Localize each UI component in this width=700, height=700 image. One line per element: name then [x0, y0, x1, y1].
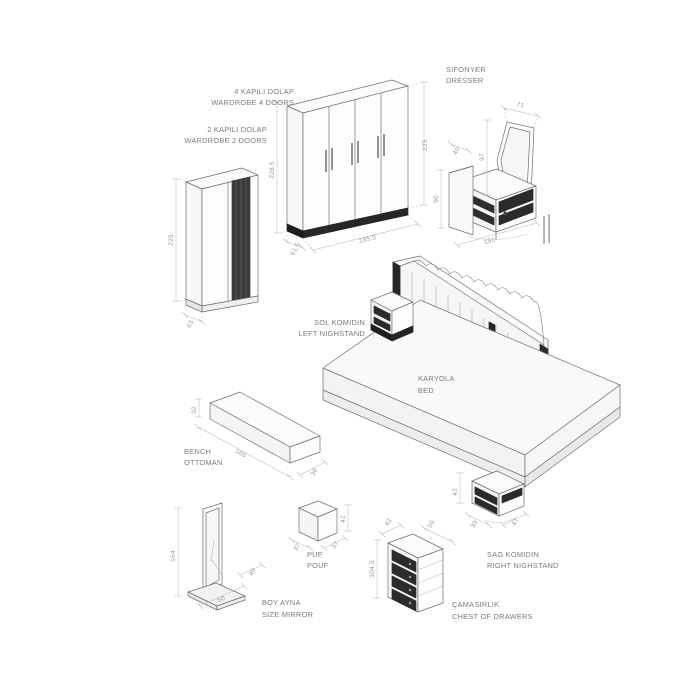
dim-wardrobe4-height-right: 225 [422, 139, 429, 151]
dim-wardrobe2-depth: 63 [186, 319, 196, 329]
label-wardrobe-4-doors-tr: 4 KAPILI DOLAP [234, 87, 294, 96]
label-left-nightstand-tr: SOL KOMIDIN [314, 318, 365, 327]
dim-dresser-depth: 40 [452, 146, 462, 156]
wardrobe-4-doors-drawing [286, 79, 409, 239]
label-wardrobe-4-doors-en: WARDROBE 4 DOORS [211, 98, 294, 107]
dim-right-nightstand-depth: 39 [470, 519, 480, 529]
chest-of-drawers-dimensions [373, 521, 457, 599]
size-mirror-dimensions [174, 507, 266, 610]
label-right-nightstand-tr: SAG KOMIDIN [487, 550, 539, 559]
dim-pouf-height: 42 [340, 515, 347, 523]
label-bench-en: OTTOMAN [184, 458, 223, 467]
dim-chest-depth: 42 [384, 517, 394, 527]
dim-mirror-width: 50 [216, 595, 226, 605]
bench-ottoman-dimensions [194, 398, 329, 481]
pouf-drawing [298, 500, 338, 542]
label-chest-tr: ÇAMASIRLIK [452, 600, 499, 609]
chest-of-drawers-drawing [387, 533, 444, 613]
left-nightstand-drawing [370, 291, 414, 342]
dim-wardrobe2-height: 225 [168, 234, 175, 246]
label-chest-en: CHEST OF DRAWERS [452, 612, 533, 621]
right-nightstand-drawing [471, 470, 525, 523]
bench-ottoman-drawing [209, 391, 321, 464]
dim-dresser-width: 150 [483, 237, 496, 247]
label-bed-tr: KARYOLA [418, 374, 455, 383]
label-right-nightstand-en: RIGHT NIGHSTAND [487, 561, 559, 570]
dim-mirror-height: 164 [170, 550, 177, 562]
dim-bench-depth: 36 [310, 467, 320, 477]
label-wardrobe-2-doors-tr: 2 KAPILI DOLAP [207, 125, 267, 134]
dim-wardrobe4-width: 185.5 [358, 234, 377, 245]
dim-dresser-mirror-width: 71 [516, 101, 525, 110]
pouf-dimensions [288, 504, 352, 552]
wardrobe-2-doors-drawing [185, 167, 259, 313]
dim-pouf-depth: 37 [293, 542, 303, 552]
dresser-dimensions [437, 104, 542, 249]
dim-dresser-height: 90 [433, 195, 440, 203]
label-mirror-tr: BOY AYNA [262, 598, 301, 607]
dim-mirror-depth: 40 [248, 567, 258, 577]
dim-chest-height: 104.5 [369, 560, 376, 578]
dim-dresser-mirror-height: 97 [479, 153, 486, 161]
dim-pouf-width: 37 [331, 540, 341, 550]
right-nightstand-dimensions [456, 472, 530, 529]
label-pouf-tr: PUF [307, 550, 323, 559]
label-dresser-tr: SIFONYER [446, 65, 486, 74]
dim-bench-length: 166 [234, 448, 248, 460]
dresser-drawing [448, 121, 550, 244]
dim-bench-height: 32 [191, 406, 198, 414]
label-left-nightstand-en: LEFT NIGHSTAND [299, 329, 365, 338]
wardrobe-4-doors-dimensions [273, 81, 428, 254]
wardrobe-2-doors-dimensions [172, 178, 206, 326]
dim-right-nightstand-width: 47 [511, 517, 521, 527]
label-wardrobe-2-doors-en: WARDROBE 2 DOORS [184, 136, 267, 145]
label-mirror-en: SIZE MIRROR [262, 610, 313, 619]
dim-right-nightstand-height: 42 [452, 488, 459, 496]
label-bed-en: BED [418, 386, 434, 395]
size-mirror-drawing [187, 502, 246, 611]
label-pouf-en: POUF [307, 561, 329, 570]
label-dresser-en: DRESSER [446, 76, 483, 85]
dim-chest-width: 59 [427, 519, 437, 529]
label-bench-tr: BENCH [184, 447, 211, 456]
dim-wardrobe4-height-left: 228.5 [269, 161, 276, 179]
